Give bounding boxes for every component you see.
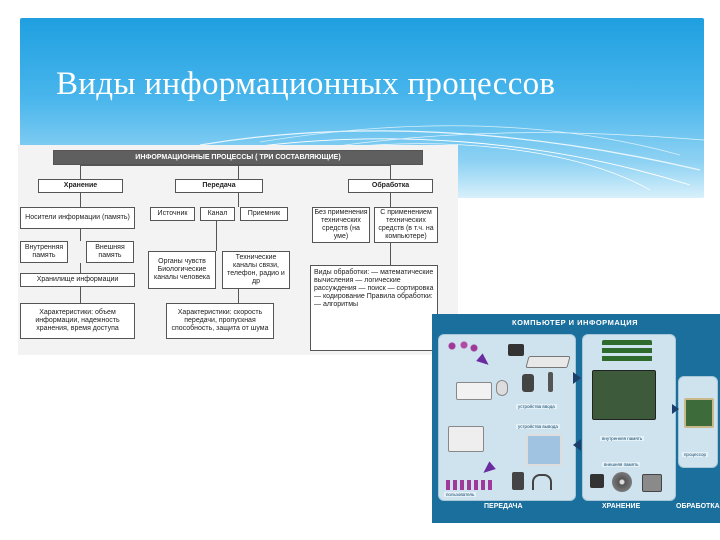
slide-title: Виды информационных процессов (56, 66, 556, 102)
monitor-icon (526, 434, 562, 466)
processing-header: Обработка (348, 179, 433, 193)
scanner-icon (456, 382, 492, 400)
external-memory-caption: внешняя память (602, 462, 641, 467)
camera-icon (508, 344, 524, 356)
user-caption: пользователь (444, 492, 477, 497)
headphones-icon (532, 474, 552, 490)
user-people-icon (446, 480, 492, 490)
to-storage-arrow-icon (573, 372, 581, 384)
microphone-icon (548, 372, 553, 392)
internal-memory-caption: внутренняя память (600, 436, 645, 441)
processing-no-tech: Без применения технических средств (на у… (312, 207, 370, 243)
transfer-characteristics: Характеристики: скорость передачи, пропу… (166, 303, 274, 339)
speaker-icon (512, 472, 524, 490)
storage-header: Хранение (38, 179, 123, 193)
storage-external: Внешняя память (86, 241, 134, 263)
transfer-receiver: Приемник (240, 207, 288, 221)
footer-processing: ОБРАБОТКА (676, 503, 720, 510)
floppy-disk-icon (590, 474, 604, 488)
hard-drive-icon (642, 474, 662, 492)
storage-carriers: Носители информации (память) (20, 207, 135, 229)
from-storage-arrow-icon (573, 439, 581, 451)
storage-characteristics: Характеристики: объем информации, надежн… (20, 303, 135, 339)
transfer-senses: Органы чувств Биологические каналы челов… (148, 251, 216, 289)
processing-kinds: Виды обработки: — математические вычисле… (310, 265, 438, 351)
memory-modules-icon (602, 340, 652, 362)
scheme-root: ИНФОРМАЦИОННЫЕ ПРОЦЕССЫ ( ТРИ СОСТАВЛЯЮЩ… (53, 150, 423, 165)
footer-transfer: ПЕРЕДАЧА (484, 503, 523, 510)
storage-internal: Внутренняя память (20, 241, 68, 263)
computer-information-panel: КОМПЬЮТЕР И ИНФОРМАЦИЯ устройства ввода … (432, 314, 720, 523)
transfer-source: Источник (150, 207, 195, 221)
transfer-channel: Канал (200, 207, 235, 221)
storage-bank: Хранилище информации (20, 273, 135, 287)
people-icon (446, 340, 480, 358)
motherboard-icon (592, 370, 656, 420)
processing-with-tech: С применением технических средств (в т.ч… (374, 207, 438, 243)
transfer-technical: Технические каналы связи, телефон, радио… (222, 251, 290, 289)
mouse-icon (496, 380, 508, 396)
to-cpu-arrow-icon (672, 404, 679, 414)
printer-icon (448, 426, 484, 452)
cd-disk-icon (612, 472, 632, 492)
joystick-icon (522, 374, 534, 392)
keyboard-icon (525, 356, 571, 368)
cpu-caption: процессор (682, 452, 709, 457)
panel-title: КОМПЬЮТЕР И ИНФОРМАЦИЯ (512, 318, 639, 327)
output-devices-caption: устройства вывода (516, 424, 560, 429)
cpu-chip-icon (684, 398, 714, 428)
transfer-header: Передача (175, 179, 263, 193)
information-processes-scheme: ИНФОРМАЦИОННЫЕ ПРОЦЕССЫ ( ТРИ СОСТАВЛЯЮЩ… (18, 145, 458, 355)
footer-storage: ХРАНЕНИЕ (602, 503, 641, 510)
input-devices-caption: устройства ввода (516, 404, 557, 409)
